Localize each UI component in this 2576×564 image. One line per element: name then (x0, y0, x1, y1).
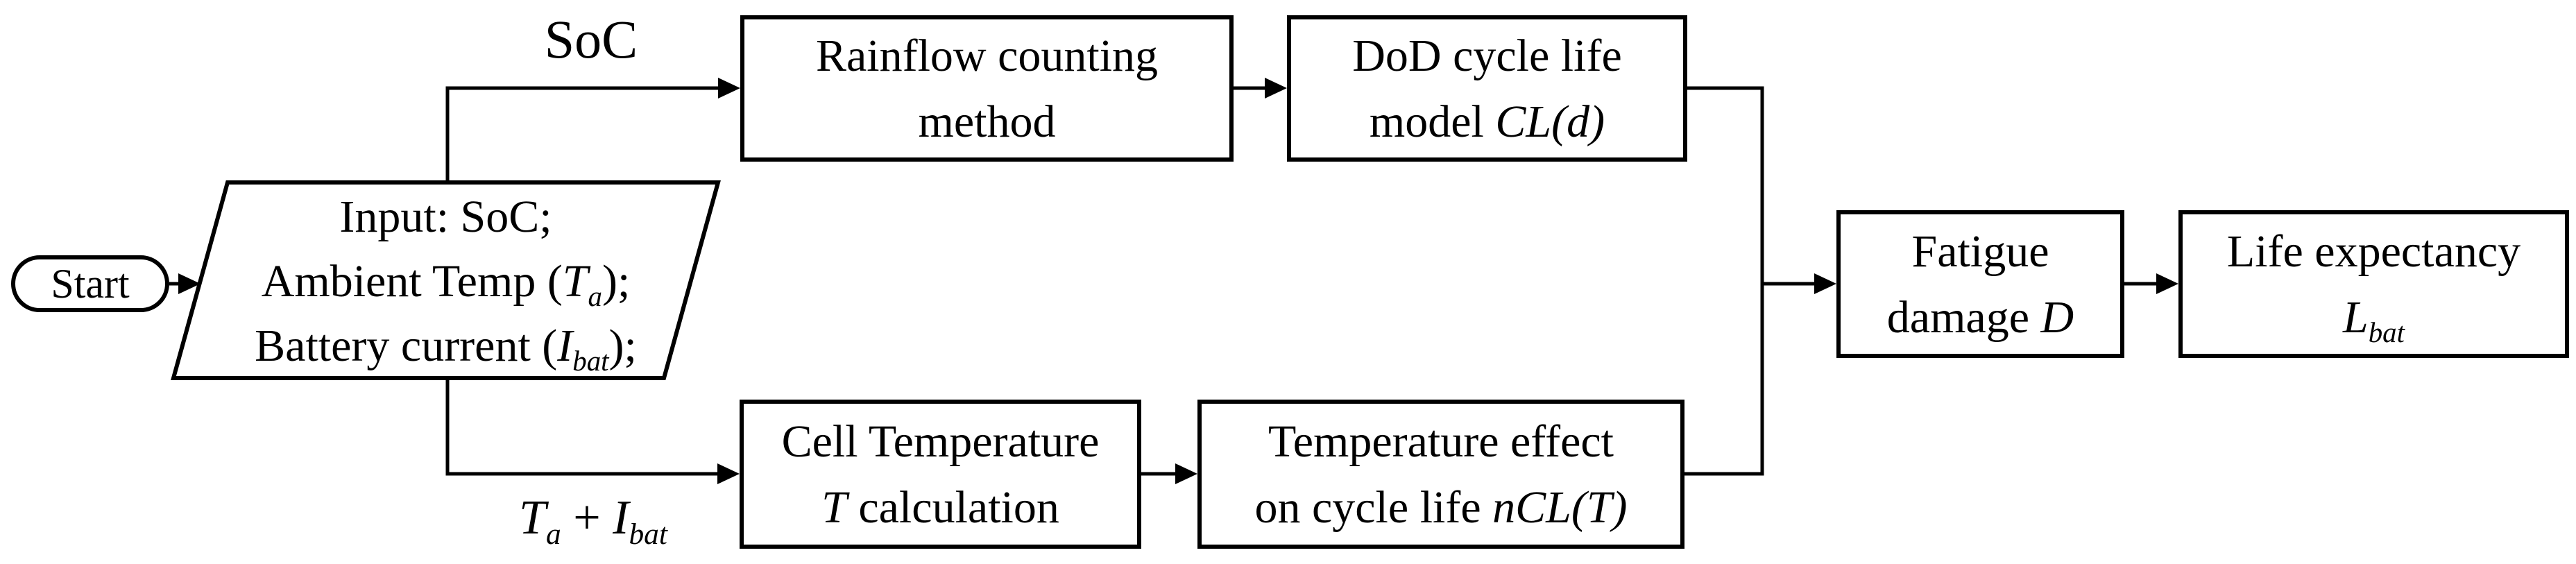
edge-merge-to-fatigue-arrowhead (1814, 273, 1836, 294)
node-rainflow: Rainflow counting method (740, 15, 1234, 162)
node-life-expectancy: Life expectancy Lbat (2178, 210, 2569, 358)
edge-label-ta-subscript: a (545, 518, 561, 551)
node-input-line3-subscript: bat (572, 345, 609, 377)
node-celltemp-line1: Cell Temperature (781, 416, 1100, 467)
node-input-line3: Battery current (Ibat); (205, 314, 687, 378)
edge-label-ta-plus-ibat: Ta + Ibat (420, 487, 767, 549)
node-dod-cycle-life: DoD cycle life model CL(d) (1287, 15, 1687, 162)
node-input-line2-prefix: Ambient Temp ( (261, 256, 563, 307)
input-parallelogram-shape (171, 180, 721, 380)
node-tempeffect-line1: Temperature effect (1268, 416, 1614, 467)
node-rainflow-line2: method (918, 96, 1056, 147)
node-tempeffect-line2-math: nCL(T) (1492, 481, 1628, 533)
node-input-line3-variable: I (557, 321, 573, 371)
edge-start-to-input-arrowhead (178, 273, 201, 294)
node-input-line2-suffix: ); (602, 256, 631, 307)
edge-label-ibat-variable: I (613, 491, 629, 545)
node-input-line2: Ambient Temp (Ta); (205, 249, 687, 314)
node-fatigue-line2: damage D (1887, 284, 2074, 350)
node-input-line2-subscript: a (588, 281, 602, 313)
node-celltemp-line2-math: T (821, 481, 847, 533)
node-input-line3-prefix: Battery current ( (255, 321, 558, 371)
node-fatigue-line2-prefix: damage (1886, 291, 2041, 343)
node-input: Input: SoC; Ambient Temp (Ta); Battery c… (205, 185, 687, 378)
node-fatigue-line2-math: D (2040, 291, 2074, 343)
node-input-line2-variable: T (562, 256, 588, 307)
node-life-line2: Lbat (2343, 284, 2405, 350)
edge-fatigue-to-life (2124, 273, 2178, 294)
node-temperature-effect: Temperature effect on cycle life nCL(T) (1197, 400, 1684, 549)
node-start: Start (11, 255, 169, 312)
node-fatigue-line1: Fatigue (1911, 225, 2049, 277)
node-input-line3-suffix: ); (608, 321, 637, 371)
node-fatigue-damage: Fatigue damage D (1836, 210, 2124, 358)
edge-input-to-rainflow-line (445, 86, 719, 182)
node-life-line1: Life expectancy (2226, 225, 2521, 277)
edge-input-to-celltemp-line (445, 378, 719, 476)
edge-merge-line (1684, 86, 1764, 476)
node-celltemp-line2-suffix: calculation (846, 481, 1059, 533)
node-life-line2-variable: L (2343, 291, 2369, 343)
edge-label-ta-variable: T (519, 491, 546, 545)
node-life-line2-subscript: bat (2368, 316, 2405, 348)
edge-rainflow-to-dod-arrowhead (1265, 78, 1287, 99)
edge-input-to-celltemp-arrowhead (717, 463, 740, 484)
node-celltemp-line2: T calculation (821, 475, 1059, 540)
edge-label-plus-sign: + (561, 491, 613, 545)
node-dod-line2-prefix: model (1369, 96, 1496, 147)
node-dod-line2: model CL(d) (1370, 89, 1605, 155)
edge-label-soc: SoC (544, 9, 638, 69)
node-tempeffect-line2: on cycle life nCL(T) (1254, 475, 1627, 540)
node-input-line1: Input: SoC; (339, 191, 552, 242)
edge-label-ibat-subscript: bat (629, 518, 667, 551)
node-dod-line1: DoD cycle life (1352, 30, 1622, 81)
edge-input-to-rainflow (445, 78, 740, 182)
edge-celltemp-to-tempeffect-arrowhead (1175, 463, 1197, 484)
edge-start-to-input (169, 273, 201, 294)
node-cell-temperature: Cell Temperature T calculation (740, 400, 1141, 549)
edge-input-to-celltemp (445, 378, 740, 484)
edge-celltemp-to-tempeffect (1141, 463, 1197, 484)
edge-fatigue-to-life-arrowhead (2156, 273, 2178, 294)
edge-merge-to-fatigue (1684, 86, 1836, 476)
edge-input-to-rainflow-arrowhead (718, 78, 740, 99)
node-dod-line2-math: CL(d) (1495, 96, 1605, 147)
node-rainflow-line1: Rainflow counting (815, 30, 1159, 81)
edge-rainflow-to-dod (1234, 78, 1287, 99)
node-tempeffect-line2-prefix: on cycle life (1254, 481, 1493, 533)
node-start-label: Start (51, 261, 130, 307)
